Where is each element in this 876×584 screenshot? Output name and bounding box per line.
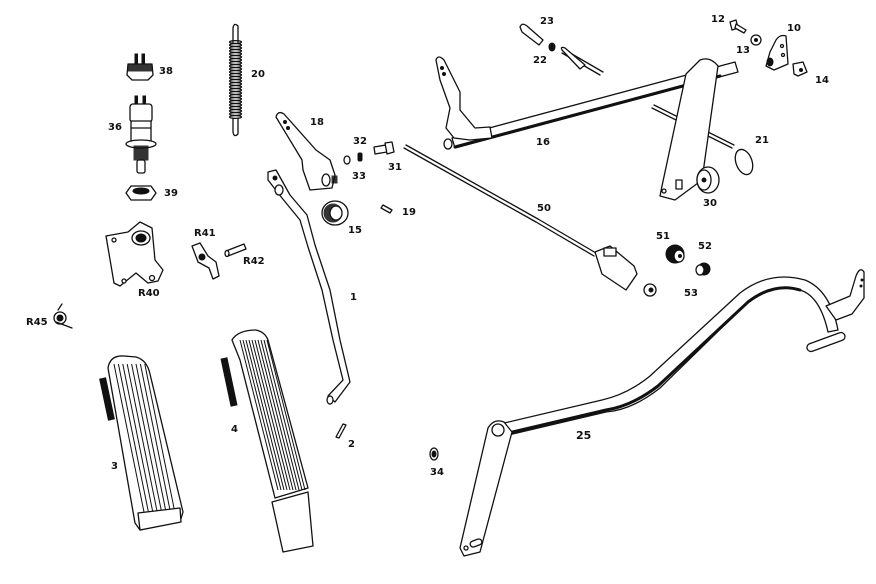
label-39: 39	[164, 188, 178, 199]
label-53: 53	[684, 288, 698, 299]
part-25-main-linkage-rod	[459, 269, 865, 557]
label-12: 12	[711, 14, 725, 25]
pedal-rib	[266, 339, 306, 491]
label-R41: R41	[194, 228, 216, 239]
part-15-bushing	[321, 200, 349, 226]
pedal-rib	[245, 339, 285, 491]
pedal-rib	[257, 339, 297, 491]
label-22: 22	[533, 55, 547, 66]
label-25: 25	[576, 429, 592, 442]
pedal-rib	[260, 339, 300, 491]
part-39-hex-nut	[125, 185, 157, 201]
part-23-ball-socket	[519, 23, 544, 46]
part-R42-pin	[224, 243, 247, 258]
part-10-bracket	[765, 34, 789, 71]
part-32-nut	[357, 152, 363, 162]
pedal-rib	[126, 363, 158, 513]
label-16: 16	[536, 137, 550, 148]
part-30-grommet	[696, 166, 720, 194]
label-34: 34	[430, 467, 444, 478]
label-32: 32	[353, 136, 367, 147]
label-52: 52	[698, 241, 712, 252]
part-13-washer	[750, 34, 762, 46]
label-10: 10	[787, 23, 801, 34]
pedal-rib	[122, 363, 154, 513]
label-50: 50	[537, 203, 551, 214]
part-R40-mounting-bracket	[105, 221, 164, 287]
part-22-nut	[548, 42, 556, 52]
part-50-cable	[403, 144, 657, 297]
pedal-rib	[117, 363, 149, 513]
pedal-rib	[254, 339, 294, 491]
pedal-rib	[242, 339, 282, 491]
part-R45-spring-clip	[53, 303, 73, 329]
part-52-grommet-small	[695, 262, 711, 276]
label-18: 18	[310, 117, 324, 128]
label-23: 23	[540, 16, 554, 27]
pedal-rib	[248, 339, 288, 491]
part-2-pin	[335, 423, 347, 439]
part-14-clip	[792, 61, 808, 77]
label-51: 51	[656, 231, 670, 242]
label-13: 13	[736, 45, 750, 56]
part-1-pedal-lever-rod	[267, 169, 351, 405]
part-3-pedal-pad	[99, 355, 184, 531]
label-R42: R42	[243, 256, 265, 267]
pedal-rib	[263, 339, 303, 491]
part-51-bushing	[665, 244, 685, 264]
part-12-bolt	[729, 19, 747, 34]
label-20: 20	[251, 69, 265, 80]
part-19-pin	[380, 204, 393, 214]
part-18-lever-arm	[275, 111, 338, 191]
part-20-return-spring	[228, 23, 243, 137]
label-3: 3	[111, 461, 118, 472]
label-1: 1	[350, 292, 357, 303]
pedal-rib	[131, 363, 163, 513]
label-21: 21	[755, 135, 769, 146]
label-36: 36	[108, 122, 122, 133]
pedal-rib	[239, 339, 279, 491]
label-38: 38	[159, 66, 173, 77]
label-31: 31	[388, 162, 402, 173]
label-R40: R40	[138, 288, 160, 299]
pedal-rib	[251, 339, 291, 491]
label-33: 33	[352, 171, 366, 182]
part-16-cross-shaft	[435, 56, 739, 201]
part-38-switch-small	[126, 53, 154, 81]
part-33-washer	[343, 155, 351, 165]
pedal-rib	[144, 363, 176, 513]
part-R41-lever-small	[191, 242, 220, 280]
label-30: 30	[703, 198, 717, 209]
pedal-rib	[135, 363, 167, 513]
pedal-rib	[113, 363, 145, 513]
part-36-switch	[125, 95, 157, 174]
spring-coil	[228, 114, 243, 120]
label-4: 4	[231, 424, 238, 435]
part-31-bolt	[373, 141, 395, 155]
label-19: 19	[402, 207, 416, 218]
label-14: 14	[815, 75, 829, 86]
label-15: 15	[348, 225, 362, 236]
part-4-pedal-pad-long	[220, 329, 314, 553]
pedal-rib	[139, 363, 171, 513]
part-34-clip-ring	[429, 447, 439, 461]
label-2: 2	[348, 439, 355, 450]
label-R45: R45	[26, 317, 48, 328]
